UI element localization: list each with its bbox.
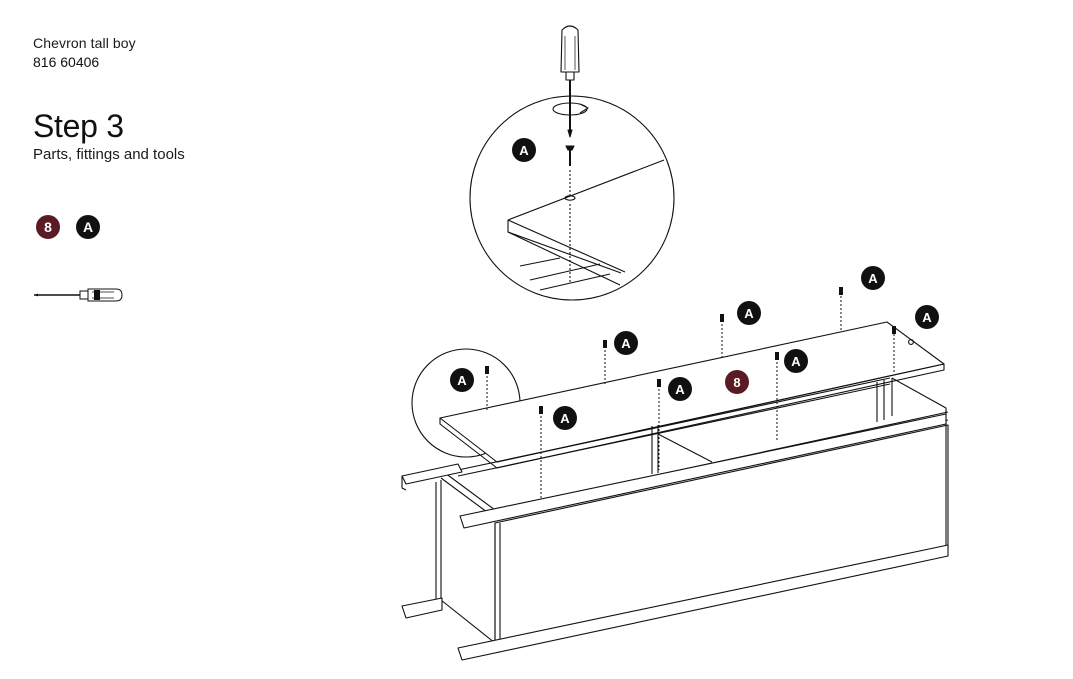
step-subtitle: Parts, fittings and tools [33, 146, 185, 163]
svg-text:A: A [560, 411, 570, 426]
callout-8-badge: 8 [725, 370, 749, 394]
svg-text:A: A [621, 336, 631, 351]
callout-a-badge: A [737, 301, 761, 325]
product-code: 816 60406 [33, 54, 100, 70]
callout-a-badge: A [450, 368, 474, 392]
detail-zoom-circle [469, 95, 675, 301]
part-badge-a: A [76, 215, 100, 239]
part-badge-label: A [82, 219, 94, 235]
parts-list: 8 A [36, 215, 100, 239]
screwdriver-icon [34, 288, 123, 302]
svg-text:A: A [519, 143, 529, 158]
svg-text:A: A [457, 373, 467, 388]
svg-text:A: A [744, 306, 754, 321]
part-badge-label: 8 [44, 219, 52, 235]
callout-a-badge: A [668, 377, 692, 401]
callout-a-badge: A [614, 331, 638, 355]
svg-text:8: 8 [733, 375, 740, 390]
part-badge-8: 8 [36, 215, 60, 239]
callout-a-badge: A [915, 305, 939, 329]
svg-text:A: A [675, 382, 685, 397]
svg-text:A: A [868, 271, 878, 286]
callout-a-badge: A [553, 406, 577, 430]
callout-a-badge: A [784, 349, 808, 373]
product-name: Chevron tall boy [33, 35, 136, 51]
callout-a-badge: A [861, 266, 885, 290]
svg-text:A: A [791, 354, 801, 369]
callout-a-badge: A [512, 138, 536, 162]
document-header: Chevron tall boy 816 60406 [33, 34, 293, 72]
step-title: Step 3 [33, 108, 124, 144]
callout-badges: A A A A A A A A [450, 138, 939, 430]
svg-text:A: A [922, 310, 932, 325]
